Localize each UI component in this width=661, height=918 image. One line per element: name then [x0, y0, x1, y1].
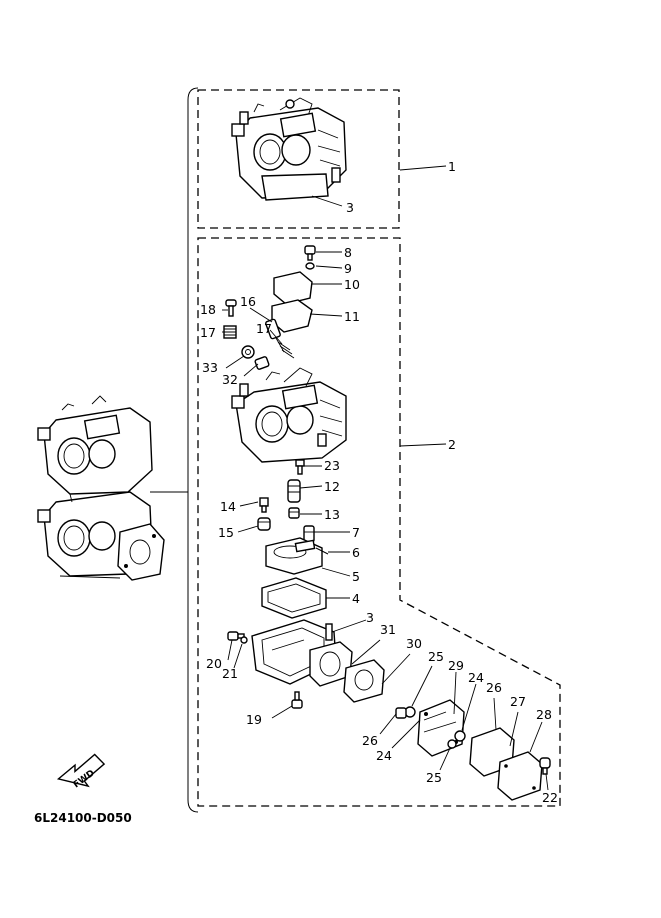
- part-22-screw: [539, 757, 551, 775]
- callout-6: 6: [352, 545, 360, 560]
- part-14-pilot-jet: [259, 497, 269, 513]
- part-33-nozzle: [241, 345, 255, 359]
- callout-26-left: 26: [362, 733, 378, 748]
- callout-17-left: 17: [200, 325, 216, 340]
- part-10-cover: [273, 271, 313, 305]
- callout-27: 27: [510, 694, 526, 709]
- group-box-2: [197, 237, 561, 807]
- callout-2: 2: [448, 437, 456, 452]
- part-6-pin: [315, 547, 329, 555]
- part-18-screw: [225, 299, 237, 317]
- callout-32: 32: [222, 372, 238, 387]
- part-19-screw: [291, 691, 303, 709]
- callout-25-top: 25: [428, 649, 444, 664]
- callout-20: 20: [206, 656, 222, 671]
- callout-22: 22: [542, 790, 558, 805]
- part-12-main-nozzle: [287, 479, 301, 503]
- callout-8: 8: [344, 245, 352, 260]
- part-25-check-valve-bottom: [447, 739, 457, 749]
- callout-29: 29: [448, 658, 464, 673]
- callout-9: 9: [344, 261, 352, 276]
- part-30-gasket: [343, 659, 385, 703]
- part-23-screw: [295, 459, 305, 475]
- callout-31: 31: [380, 622, 396, 637]
- callout-1: 1: [448, 159, 456, 174]
- part-15-plug: [257, 517, 271, 531]
- callout-30: 30: [406, 636, 422, 651]
- part-9-washer: [305, 262, 315, 270]
- callout-24-right: 24: [468, 670, 484, 685]
- callout-18: 18: [200, 302, 216, 317]
- callout-11: 11: [344, 309, 360, 324]
- callout-33: 33: [202, 360, 218, 375]
- callout-3-top: 3: [346, 200, 354, 215]
- callout-24-left: 24: [376, 748, 392, 763]
- callout-23: 23: [324, 458, 340, 473]
- callout-7: 7: [352, 525, 360, 540]
- callout-25-bottom: 25: [426, 770, 442, 785]
- callout-19: 19: [246, 712, 262, 727]
- part-26-gasket-left: [395, 707, 407, 719]
- callout-28: 28: [536, 707, 552, 722]
- part-20-screw: [227, 631, 245, 641]
- fwd-arrow: FWD: [56, 753, 106, 790]
- carburetor-assembly-top: [231, 97, 347, 201]
- callout-16: 16: [240, 294, 256, 309]
- part-24-valve: [454, 730, 466, 742]
- callout-labels: 1 2 3 3 4 5 6 7 8 9 10 11 12 13 14 15 16…: [200, 159, 558, 805]
- twin-carburetor-side: [37, 395, 165, 581]
- part-13-main-jet: [288, 507, 300, 519]
- part-5-float: [265, 537, 323, 575]
- leader-lines: [222, 165, 549, 791]
- callout-26-right: 26: [486, 680, 502, 695]
- callout-4: 4: [352, 591, 360, 606]
- part-17-spring-right: [277, 341, 295, 359]
- part-2-carburetor-body: [231, 367, 347, 463]
- part-4-gasket: [261, 577, 327, 619]
- callout-21: 21: [222, 666, 238, 681]
- callout-10: 10: [344, 277, 360, 292]
- part-8-screw: [304, 245, 316, 261]
- callout-5: 5: [352, 569, 360, 584]
- part-21-washer: [240, 636, 248, 644]
- callout-13: 13: [324, 507, 340, 522]
- part-28-pump-cover: [497, 751, 543, 801]
- part-29-fuel-pump-body: [417, 699, 465, 757]
- callout-15: 15: [218, 525, 234, 540]
- callout-12: 12: [324, 479, 340, 494]
- callout-14: 14: [220, 499, 236, 514]
- callout-3-chamber: 3: [366, 610, 374, 625]
- assembly-bracket: [187, 87, 199, 813]
- drawing-code: 6L24100-D050: [34, 811, 132, 825]
- part-7-needle-valve: [303, 525, 315, 543]
- callout-17-right: 17: [256, 321, 272, 336]
- part-32-jet: [254, 356, 270, 370]
